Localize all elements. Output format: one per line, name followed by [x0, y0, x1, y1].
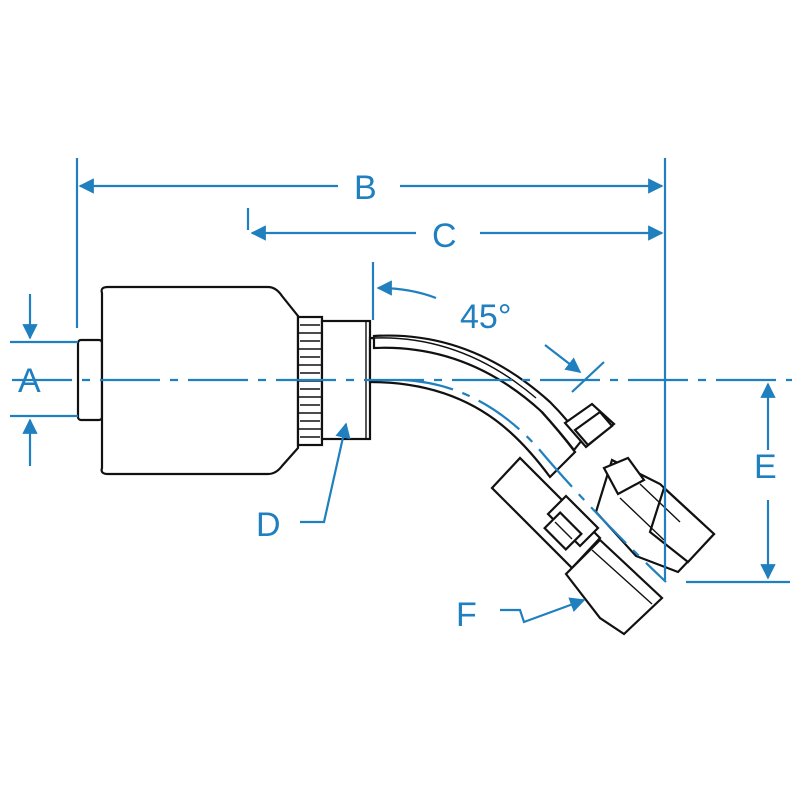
label-c: C — [432, 217, 457, 255]
dimension-c: C — [246, 208, 664, 255]
hose-fitting — [76, 285, 716, 636]
dimension-e: E — [686, 382, 790, 584]
label-b: B — [354, 169, 377, 207]
label-a: A — [18, 362, 41, 400]
leader-f: F — [456, 596, 586, 634]
label-d: D — [256, 506, 281, 544]
label-f: F — [456, 596, 477, 634]
dimension-b: B — [75, 158, 667, 580]
label-angle: 45° — [460, 298, 511, 336]
bent-centerline — [403, 378, 667, 583]
tube-braid — [372, 334, 584, 452]
leader-d: D — [256, 422, 351, 544]
centerlines — [12, 378, 792, 583]
dimension-a: A — [10, 294, 78, 466]
swivel-assembly — [490, 402, 716, 636]
label-e: E — [754, 448, 777, 486]
dimension-angle: 45° — [371, 262, 605, 393]
